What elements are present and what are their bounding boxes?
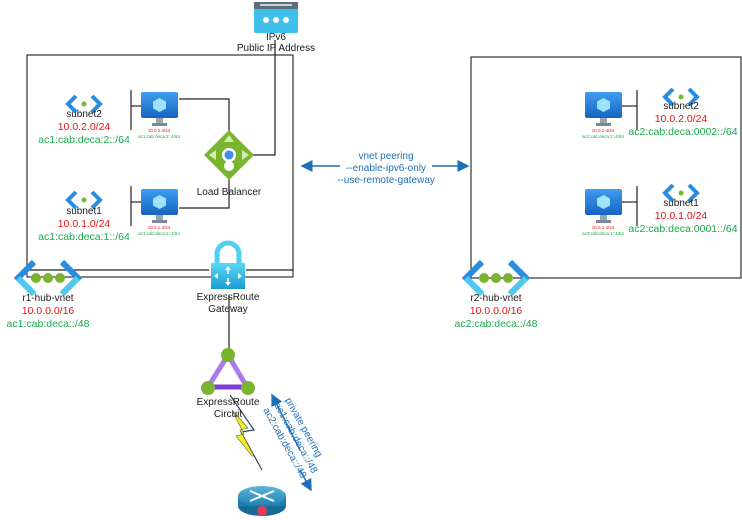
r2-vnet-boundary bbox=[470, 56, 742, 279]
r2-vm1-ipv4: 10.0.1.4/24 bbox=[591, 225, 615, 230]
r2-vm2-ipv6: ac2:cab:deca:2::4/64 bbox=[582, 134, 624, 139]
r1-subnet1-icon[interactable] bbox=[65, 190, 103, 210]
r2-vm1-ipv6: ac2:cab:deca:1::4/64 bbox=[582, 231, 624, 236]
r2-subnet2-name: subnet2 bbox=[663, 101, 699, 112]
peering-line1: vnet peering bbox=[358, 151, 414, 162]
private-peering-arrow-2 bbox=[299, 469, 312, 492]
r1-vm1-icon[interactable] bbox=[141, 189, 178, 223]
r1-vm2-ipv4: 10.0.2.4/24 bbox=[147, 128, 171, 133]
r2-hub-vnet-icon[interactable] bbox=[461, 259, 531, 297]
r1-vnet-ipv6: ac1:cab:deca::/48 bbox=[6, 318, 90, 330]
lightning-link-icon bbox=[229, 394, 263, 471]
r1-vm1-ipv4: 10.0.1.4/24 bbox=[147, 225, 171, 230]
r1-vnet-name: r1-hub-vnet bbox=[22, 293, 74, 304]
r1-subnet2-ipv4: 10.0.2.0/24 bbox=[57, 121, 111, 133]
r2-vm2-ipv4: 10.0.2.4/24 bbox=[591, 128, 615, 133]
er-gateway-label-line2: Gateway bbox=[208, 304, 248, 315]
private-peering-arrow bbox=[271, 393, 301, 451]
r2-subnet2-ipv4: 10.0.2.0/24 bbox=[654, 113, 708, 125]
r2-subnet1-name: subnet1 bbox=[663, 198, 699, 209]
r1-subnet1-ipv6: ac1:cab:deca:1::/64 bbox=[38, 231, 130, 243]
peering-line3: --use-remote-gateway bbox=[337, 175, 435, 186]
public-ip-label-line1: IPv6 bbox=[265, 32, 286, 43]
er-gateway-label-line1: ExpressRoute bbox=[196, 292, 260, 303]
r1-subnet2-ipv6: ac1:cab:deca:2::/64 bbox=[38, 134, 130, 146]
r1-subnet1-ipv4: 10.0.1.0/24 bbox=[57, 218, 111, 230]
r2-subnet1-ipv4: 10.0.1.0/24 bbox=[654, 210, 708, 222]
r1-vm1-ipv6: ac1:cab:deca:1::4/64 bbox=[138, 231, 180, 236]
public-ip-icon[interactable] bbox=[254, 2, 298, 33]
load-balancer-label: Load Balancer bbox=[196, 187, 262, 198]
load-balancer-icon[interactable] bbox=[204, 130, 254, 180]
r2-vnet-ipv4: 10.0.0.0/16 bbox=[469, 305, 523, 317]
r1-subnet2-name: subnet2 bbox=[66, 109, 102, 120]
r1-vnet-boundary bbox=[26, 54, 294, 278]
r1-vnet-ipv4: 10.0.0.0/16 bbox=[21, 305, 75, 317]
r1-hub-vnet-icon[interactable] bbox=[13, 259, 83, 297]
on-prem-router-icon[interactable] bbox=[238, 486, 286, 516]
r1-subnet1-name: subnet1 bbox=[66, 206, 102, 217]
connector-lines bbox=[27, 40, 638, 352]
expressroute-circuit-icon[interactable] bbox=[201, 348, 255, 395]
r2-subnet2-ipv6: ac2:cab:deca:0002::/64 bbox=[628, 126, 738, 138]
peering-line2: --enable-ipv6-only bbox=[345, 163, 427, 174]
r1-vm2-ipv6: ac1:cab:deca:2::4/64 bbox=[138, 134, 180, 139]
r2-vnet-ipv6: ac2:cab:deca::/48 bbox=[454, 318, 538, 330]
r2-vm1-icon[interactable] bbox=[585, 189, 622, 223]
public-ip-label-line2: Public IP Address bbox=[236, 43, 316, 54]
r1-subnet2-icon[interactable] bbox=[65, 94, 103, 114]
r2-subnet1-icon[interactable] bbox=[662, 183, 700, 203]
r2-vnet-name: r2-hub-vnet bbox=[470, 293, 522, 304]
er-circuit-label-line2: Circuit bbox=[213, 409, 243, 420]
r2-subnet1-ipv6: ac2:cab:deca:0001::/64 bbox=[628, 223, 738, 235]
er-circuit-label-line1: ExpressRoute bbox=[196, 397, 260, 408]
expressroute-gateway-icon[interactable] bbox=[211, 240, 245, 289]
r2-vm2-icon[interactable] bbox=[585, 92, 622, 126]
r2-subnet2-icon[interactable] bbox=[662, 87, 700, 107]
r1-vm2-icon[interactable] bbox=[141, 92, 178, 126]
